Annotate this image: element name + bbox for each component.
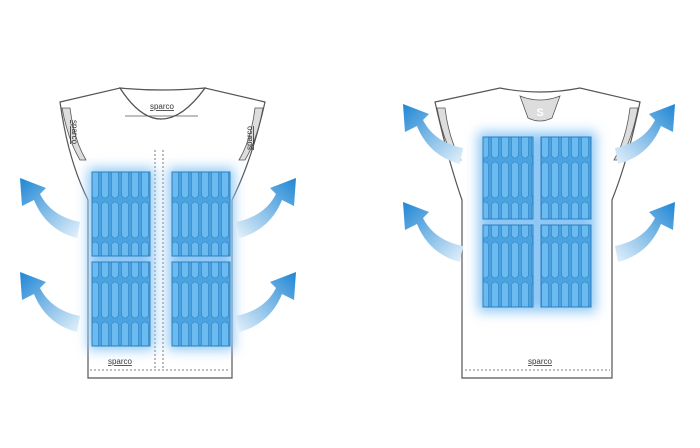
front-collar-logo: sparco	[150, 102, 175, 111]
front-right-shoulder-logo: sparco	[245, 125, 254, 150]
airflow-arrow-icon	[615, 202, 675, 262]
back-neck-logo: S	[536, 107, 543, 119]
airflow-arrow-icon	[403, 202, 463, 262]
airflow-arrow-icon	[236, 272, 296, 332]
front-bottom-logo: sparco	[108, 357, 133, 366]
front-vest: sparco sparco sparco sparco	[20, 87, 296, 379]
airflow-arrow-icon	[20, 178, 80, 238]
airflow-arrow-icon	[236, 178, 296, 238]
back-cooling-panels	[478, 132, 596, 312]
back-vest: S sparco	[403, 87, 675, 379]
airflow-arrow-icon	[20, 272, 80, 332]
front-left-shoulder-logo: sparco	[70, 120, 79, 145]
back-bottom-logo: sparco	[528, 357, 553, 366]
front-cooling-panels	[88, 168, 234, 350]
